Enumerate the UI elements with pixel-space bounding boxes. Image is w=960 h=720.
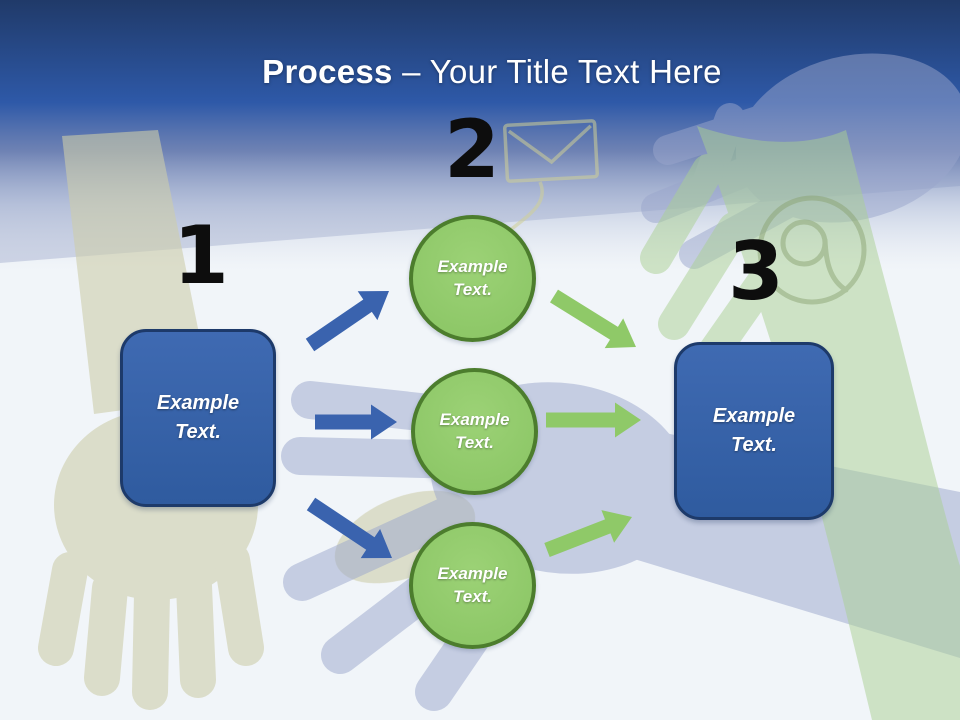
step-number-2: 2 <box>444 103 500 196</box>
arrow-left-box-to-bottom-circle <box>306 497 392 559</box>
arrow-left-box-to-middle-circle <box>315 404 397 440</box>
process-circle-middle-label: Example Text. <box>439 409 510 452</box>
arrow-left-box-to-top-circle <box>305 291 389 352</box>
process-box-left: Example Text. <box>120 329 276 507</box>
process-circle-middle: Example Text. <box>411 368 538 495</box>
arrows-layer <box>305 289 641 559</box>
step-number-3: 3 <box>728 225 784 318</box>
arrow-top-circle-to-right-box <box>550 289 636 349</box>
title-emphasis: Process <box>262 53 393 90</box>
title-rest: – Your Title Text Here <box>392 53 722 90</box>
process-box-right: Example Text. <box>674 342 834 520</box>
process-circle-top: Example Text. <box>409 215 536 342</box>
at-symbol-sketch-icon <box>757 195 867 305</box>
arrow-middle-circle-to-right-box <box>546 402 641 438</box>
process-circle-bottom-label: Example Text. <box>437 563 508 606</box>
process-box-left-label: Example Text. <box>156 392 240 443</box>
arrow-bottom-circle-to-right-box <box>544 510 632 557</box>
envelope-sketch-icon <box>502 119 600 183</box>
step-number-1: 1 <box>173 209 229 302</box>
process-box-right-label: Example Text. <box>712 405 796 456</box>
process-circle-top-label: Example Text. <box>437 256 508 299</box>
slide-title: Process – Your Title Text Here <box>24 53 960 97</box>
process-circle-bottom: Example Text. <box>409 522 536 649</box>
